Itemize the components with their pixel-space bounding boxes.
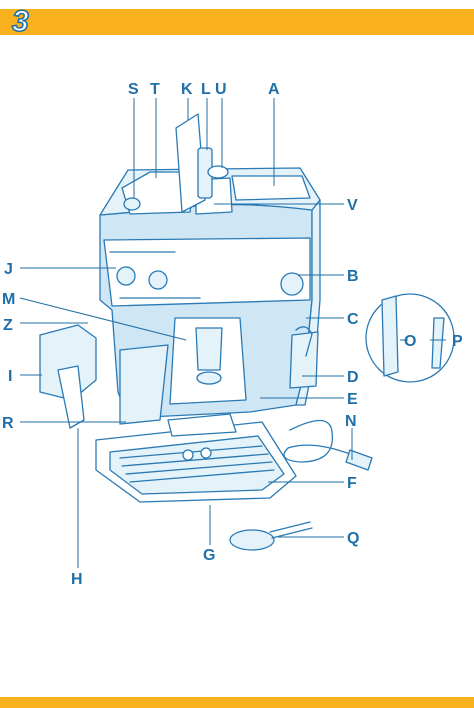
label-k: K [181, 81, 193, 98]
label-i: I [8, 368, 12, 385]
label-p: P [452, 333, 463, 350]
label-m: M [2, 291, 15, 308]
label-g: G [203, 547, 215, 564]
label-h: H [71, 571, 83, 588]
label-a: A [268, 81, 280, 98]
label-d: D [347, 369, 359, 386]
label-b: B [347, 268, 359, 285]
label-q: Q [347, 530, 359, 547]
label-l: L [201, 81, 211, 98]
label-e: E [347, 391, 358, 408]
label-c: C [347, 311, 359, 328]
label-v: V [347, 197, 358, 214]
leader-lines [19, 98, 446, 568]
coffee-machine-illustration [39, 113, 455, 551]
label-f: F [347, 475, 357, 492]
label-o: O [404, 333, 416, 350]
part-labels: S T K L U A V J B M C Z O P I D E R N F … [2, 81, 463, 588]
label-j: J [4, 261, 13, 278]
label-z: Z [3, 317, 13, 334]
label-u: U [215, 81, 227, 98]
label-r: R [2, 415, 14, 432]
footer-bar [0, 697, 474, 708]
header-bar: 3 [0, 4, 474, 39]
label-s: S [128, 81, 139, 98]
label-t: T [150, 81, 160, 98]
page-number: 3 [11, 4, 29, 39]
label-n: N [345, 413, 357, 430]
